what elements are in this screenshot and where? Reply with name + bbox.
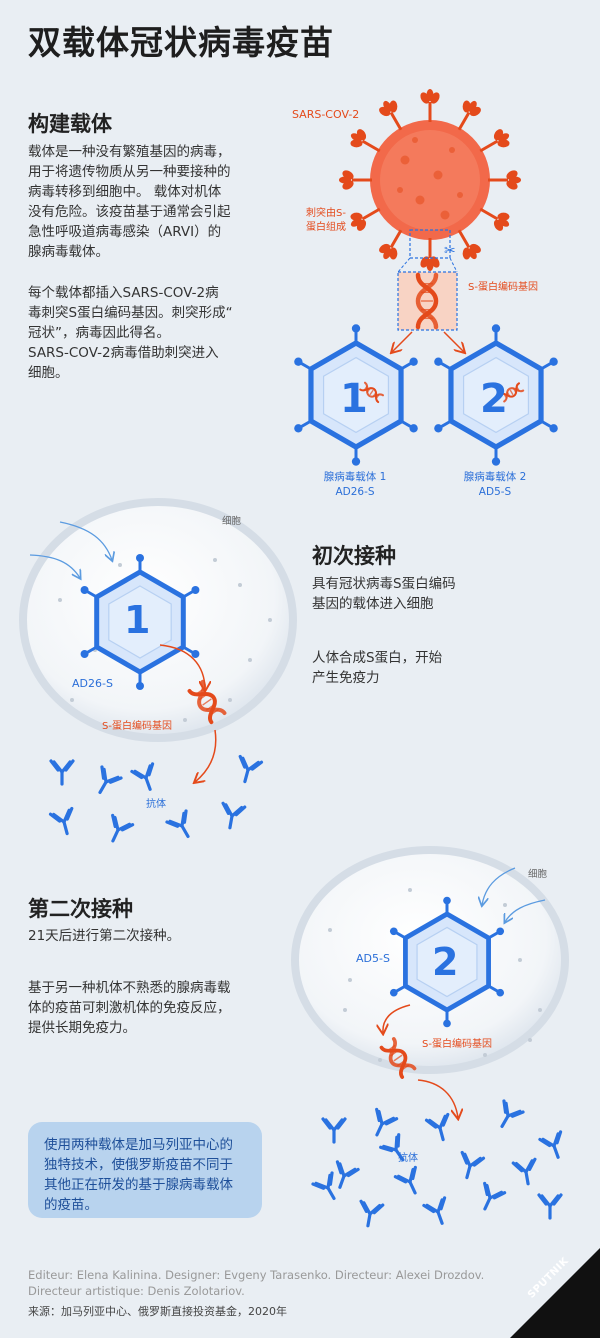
spike-head <box>350 212 367 231</box>
cell-2-label: 细胞 <box>528 869 548 880</box>
section-3-text-1: 21天后进行第二次接种。 <box>28 928 181 944</box>
dna-strand-icon <box>415 272 439 330</box>
section-2-heading: 初次接种 <box>312 544 396 568</box>
antibody-icon <box>48 806 74 836</box>
antibody-icon <box>130 762 155 791</box>
vector-1-illustration <box>294 324 418 466</box>
vector-2-cell-number: 2 <box>432 940 459 984</box>
gene-label-cell-1: S-蛋白编码基因 <box>102 721 172 732</box>
spike <box>479 207 499 221</box>
antibody-label-2: 抗体 <box>398 1153 418 1164</box>
vector-1-number: 1 <box>340 376 368 422</box>
antibody-icon <box>393 1165 417 1195</box>
spike-head <box>493 212 510 231</box>
vector-2-cell-label: AD5-S <box>356 952 390 965</box>
spike-head <box>379 243 398 260</box>
virus-name-label: SARS-COV-2 <box>292 108 360 121</box>
cell-1-label: 细胞 <box>222 516 242 527</box>
spike-head <box>506 170 521 190</box>
antibody-icon <box>311 1171 336 1200</box>
section-2-text-2: 人体合成S蛋白，开始 产生免疫力 <box>312 650 443 686</box>
antibody-icon <box>165 809 190 838</box>
vector-1-in-cell <box>80 554 200 690</box>
antibody-icon <box>375 1107 399 1137</box>
scissors-icon: ✂ <box>444 243 456 259</box>
spike-head <box>420 256 440 271</box>
source: 来源：加马列亚中心、俄罗斯直接投资基金，2020年 <box>28 1305 287 1318</box>
spike-head <box>350 129 367 148</box>
section-1-heading: 构建载体 <box>28 112 112 136</box>
antibody-icon <box>460 1150 486 1180</box>
dna-strand-icon-cell-2 <box>379 1037 417 1079</box>
spike-head <box>462 243 481 260</box>
gene-label-cell-2: S-蛋白编码基因 <box>422 1039 492 1050</box>
vector-1-cell-number: 1 <box>124 598 151 642</box>
spike-head <box>339 170 354 190</box>
vector-2-in-cell <box>389 896 505 1028</box>
antibody-icon <box>49 759 75 786</box>
antibody-icon <box>537 1193 563 1220</box>
spike-selection-box <box>409 229 451 259</box>
antibody-icon <box>538 1130 563 1159</box>
spike-label: 刺突由S- 蛋白组成 <box>306 208 346 233</box>
vector-2-illustration <box>434 324 558 466</box>
spike-head <box>379 100 398 117</box>
page-title: 双载体冠状病毒疫苗 <box>28 23 334 62</box>
section-1-text-2: 每个载体都插入SARS-COV-2病 毒刺突S蛋白编码基因。刺突形成“ 冠状”，… <box>28 285 233 381</box>
spike <box>457 111 471 131</box>
gene-box <box>397 271 458 331</box>
section-1-text-1: 载体是一种没有繁殖基因的病毒， 用于将遗传物质从另一种要接种的 病毒转移到细胞中… <box>28 144 231 260</box>
spike-head <box>420 89 440 104</box>
antibodies-group-1 <box>48 754 264 843</box>
antibody-icon <box>98 765 123 794</box>
vector-2-number: 2 <box>480 376 508 422</box>
antibody-icon <box>483 1181 507 1211</box>
vector-1-label: 腺病毒载体 1 AD26-S <box>323 471 387 498</box>
antibody-icon <box>422 1196 447 1225</box>
sputnik-logo-corner <box>510 1248 600 1338</box>
spike <box>361 139 381 153</box>
antibody-icon <box>321 1117 347 1144</box>
gene-label-top: S-蛋白编码基因 <box>468 282 538 293</box>
spike-head <box>462 100 481 117</box>
coronavirus-illustration <box>339 89 521 271</box>
antibody-icon <box>511 1157 537 1186</box>
antibody-icon <box>335 1160 360 1189</box>
antibody-icon <box>221 801 247 830</box>
section-3-text-2: 基于另一种机体不熟悉的腺病毒载 体的疫苗可刺激机体的免疫反应， 提供长期免疫力。 <box>28 980 231 1036</box>
note-box: 使用两种载体是加马列亚中心的 独特技术，使俄罗斯疫苗不同于 其他正在研发的基于腺… <box>28 1122 262 1218</box>
antibodies-group-2 <box>311 1099 563 1228</box>
section-2-text-1: 具有冠状病毒S蛋白编码 基因的载体进入细胞 <box>312 576 456 612</box>
antibody-icon <box>500 1099 525 1128</box>
vector-2-label: 腺病毒载体 2 AD5-S <box>463 471 527 498</box>
spike <box>479 139 499 153</box>
antibody-icon <box>359 1199 385 1228</box>
spike-head <box>493 129 510 148</box>
spike <box>389 111 403 131</box>
spike <box>457 229 471 249</box>
antibody-icon <box>238 754 264 784</box>
spike <box>361 207 381 221</box>
section-3-heading: 第二次接种 <box>28 897 133 921</box>
credits: Editeur: Elena Kalinina. Designer: Evgen… <box>28 1268 485 1298</box>
dna-strand-icon-cell-1 <box>187 679 227 725</box>
spike <box>389 229 403 249</box>
antibody-label-1: 抗体 <box>146 799 166 810</box>
antibody-icon <box>424 1112 450 1142</box>
antibody-icon <box>379 1133 405 1162</box>
antibody-icon <box>111 813 135 843</box>
vector-1-cell-label: AD26-S <box>72 677 113 690</box>
